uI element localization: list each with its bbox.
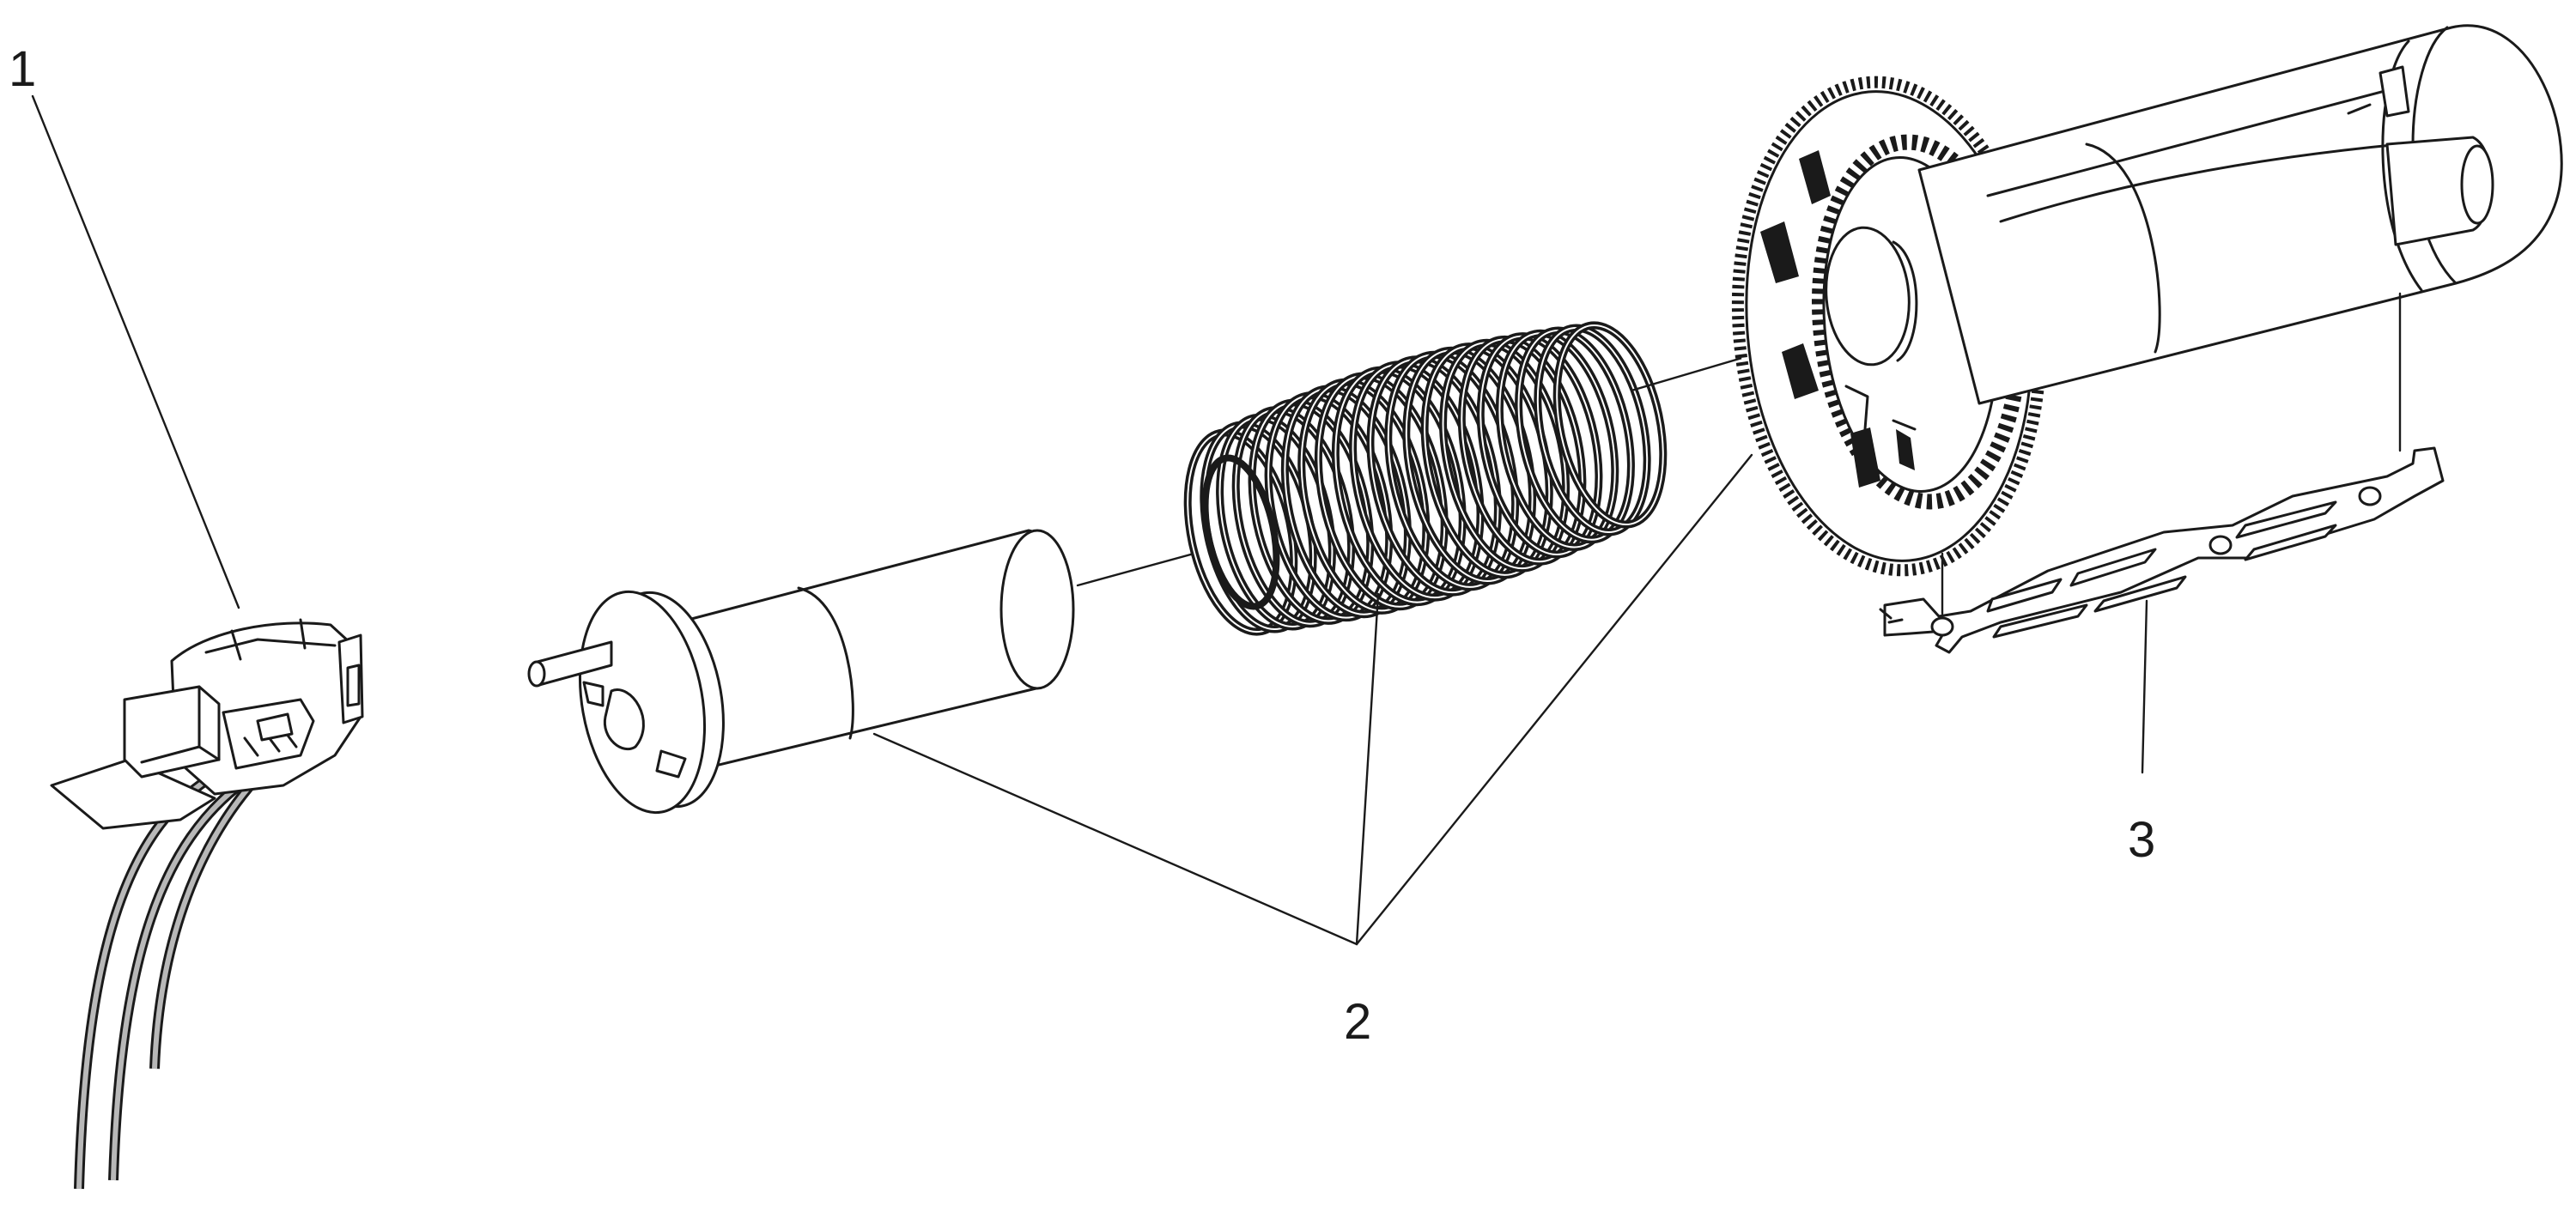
connector-plug-block xyxy=(123,685,221,779)
drum-body xyxy=(1917,24,2563,405)
spring-coil xyxy=(1479,335,1600,555)
hub-flange xyxy=(578,590,725,815)
part-flat-plate xyxy=(1879,446,2445,654)
spring-coil xyxy=(1387,354,1516,588)
spring-coil xyxy=(1536,326,1649,534)
part-connector xyxy=(50,618,364,1190)
spring-inner-coil xyxy=(1201,454,1280,610)
callout-2: 2 xyxy=(1344,994,1371,1050)
part-hub-shaft xyxy=(527,529,1075,815)
spring-coil xyxy=(1498,332,1616,548)
connector-wires xyxy=(74,767,266,1190)
leader-2c xyxy=(1355,453,1753,946)
part-drum xyxy=(1917,24,2563,405)
callout-1: 1 xyxy=(9,41,36,97)
leader-2a xyxy=(872,732,1358,946)
spring-coil xyxy=(1517,330,1632,541)
part-spring xyxy=(1183,321,1668,636)
spring-coil xyxy=(1556,324,1664,526)
callout-3: 3 xyxy=(2128,812,2155,868)
leader-2b xyxy=(1355,592,1380,946)
leader-3 xyxy=(2141,599,2148,774)
spring-coil xyxy=(1369,358,1499,594)
leader-1 xyxy=(31,94,240,609)
spring-coil xyxy=(1461,338,1583,563)
leader-lines xyxy=(31,94,2402,946)
connector-base xyxy=(50,758,216,830)
